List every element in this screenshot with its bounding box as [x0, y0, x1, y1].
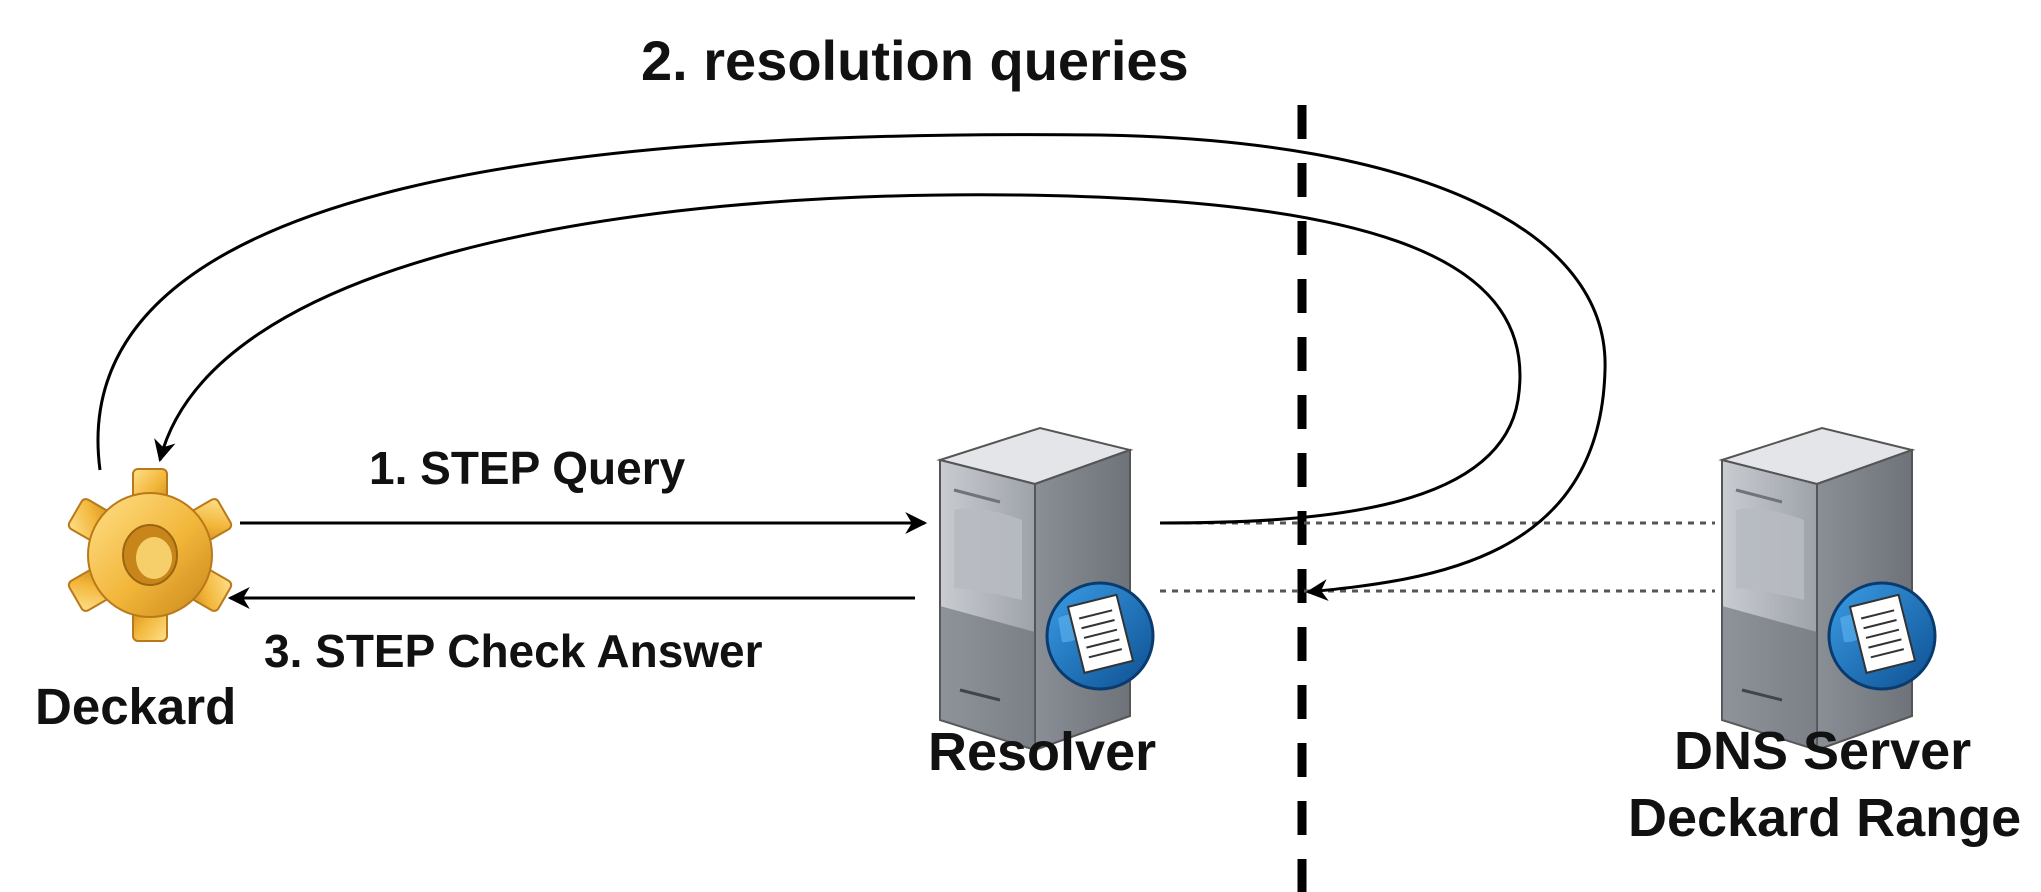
step1-label: 1. STEP Query [369, 442, 686, 494]
server-icon [1720, 426, 1937, 752]
resolution-query-inner-arrow [154, 193, 1522, 525]
resolver-label: Resolver [928, 722, 1157, 782]
step3-label: 3. STEP Check Answer [264, 625, 763, 677]
gear-icon [67, 468, 233, 642]
server-icon [938, 426, 1155, 752]
dns-server-range-label: Deckard Range [1628, 788, 2022, 848]
deckard-label: Deckard [35, 678, 237, 735]
dns-server-label: DNS Server [1674, 721, 1972, 781]
resolution-query-outer-arrow [96, 133, 1607, 602]
resolution-queries-label: 2. resolution queries [641, 29, 1189, 92]
